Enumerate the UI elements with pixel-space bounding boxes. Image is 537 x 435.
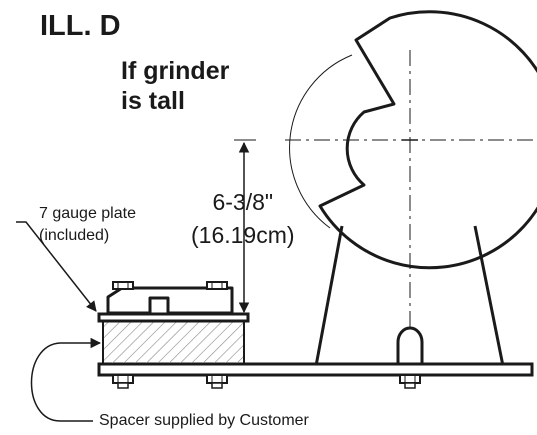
figure-heading: If grinder is tall xyxy=(121,56,229,116)
spacer-block xyxy=(102,319,245,365)
heading-line-1: If grinder xyxy=(121,57,230,85)
nut-bottom-right xyxy=(399,374,421,389)
dimension-label: 6-3/8" (16.19cm) xyxy=(191,186,295,252)
pedestal-left-leg xyxy=(314,225,344,367)
plate-leader-arrow xyxy=(16,221,97,312)
spacer-label: Spacer supplied by Customer xyxy=(99,412,309,429)
gauge-plate xyxy=(97,312,250,323)
clamp-bracket xyxy=(106,286,234,315)
heading-line-2: is tall xyxy=(121,87,185,115)
bench-base xyxy=(97,362,534,377)
grinder-housing xyxy=(318,10,537,270)
bolt-top-right xyxy=(206,281,228,290)
figure-title: ILL. D xyxy=(40,10,121,42)
dimension-imperial: 6-3/8" xyxy=(212,189,274,215)
pedestal-right-leg xyxy=(473,225,505,367)
plate-label: 7 gauge plate (included) xyxy=(39,203,136,247)
grinder-hidden-arc xyxy=(289,54,353,229)
plate-label-line-1: 7 gauge plate xyxy=(39,205,136,222)
nut-bottom-left xyxy=(112,374,134,389)
nut-bottom-middle xyxy=(206,374,228,389)
dimension-metric: (16.19cm) xyxy=(191,222,295,248)
plate-label-line-2: (included) xyxy=(39,227,110,244)
bolt-top-left xyxy=(112,281,134,290)
base-slot xyxy=(396,326,424,366)
spacer-leader-arrow xyxy=(30,337,102,422)
